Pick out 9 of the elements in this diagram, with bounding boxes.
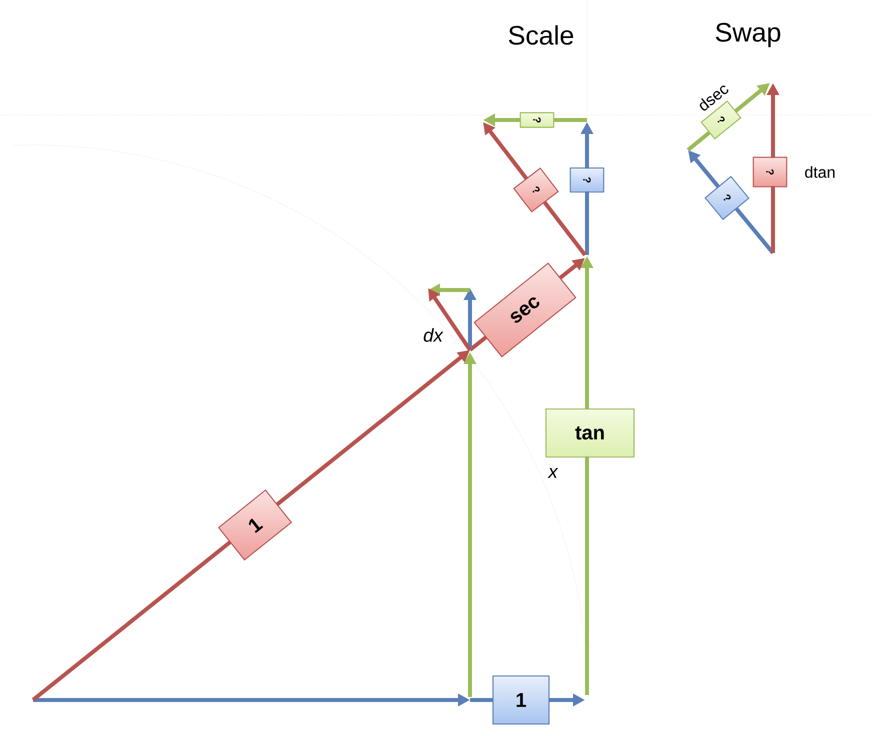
heading: Swap [716,22,780,48]
label-box: tan [545,408,635,458]
label-box: 1 [492,675,550,725]
vector-label: dtan [805,166,835,178]
label-box: ? [520,112,554,128]
heading: Scale [508,25,574,45]
label-box: ? [752,156,788,188]
label-box: ? [570,167,604,193]
variable-label: dx [424,328,444,342]
